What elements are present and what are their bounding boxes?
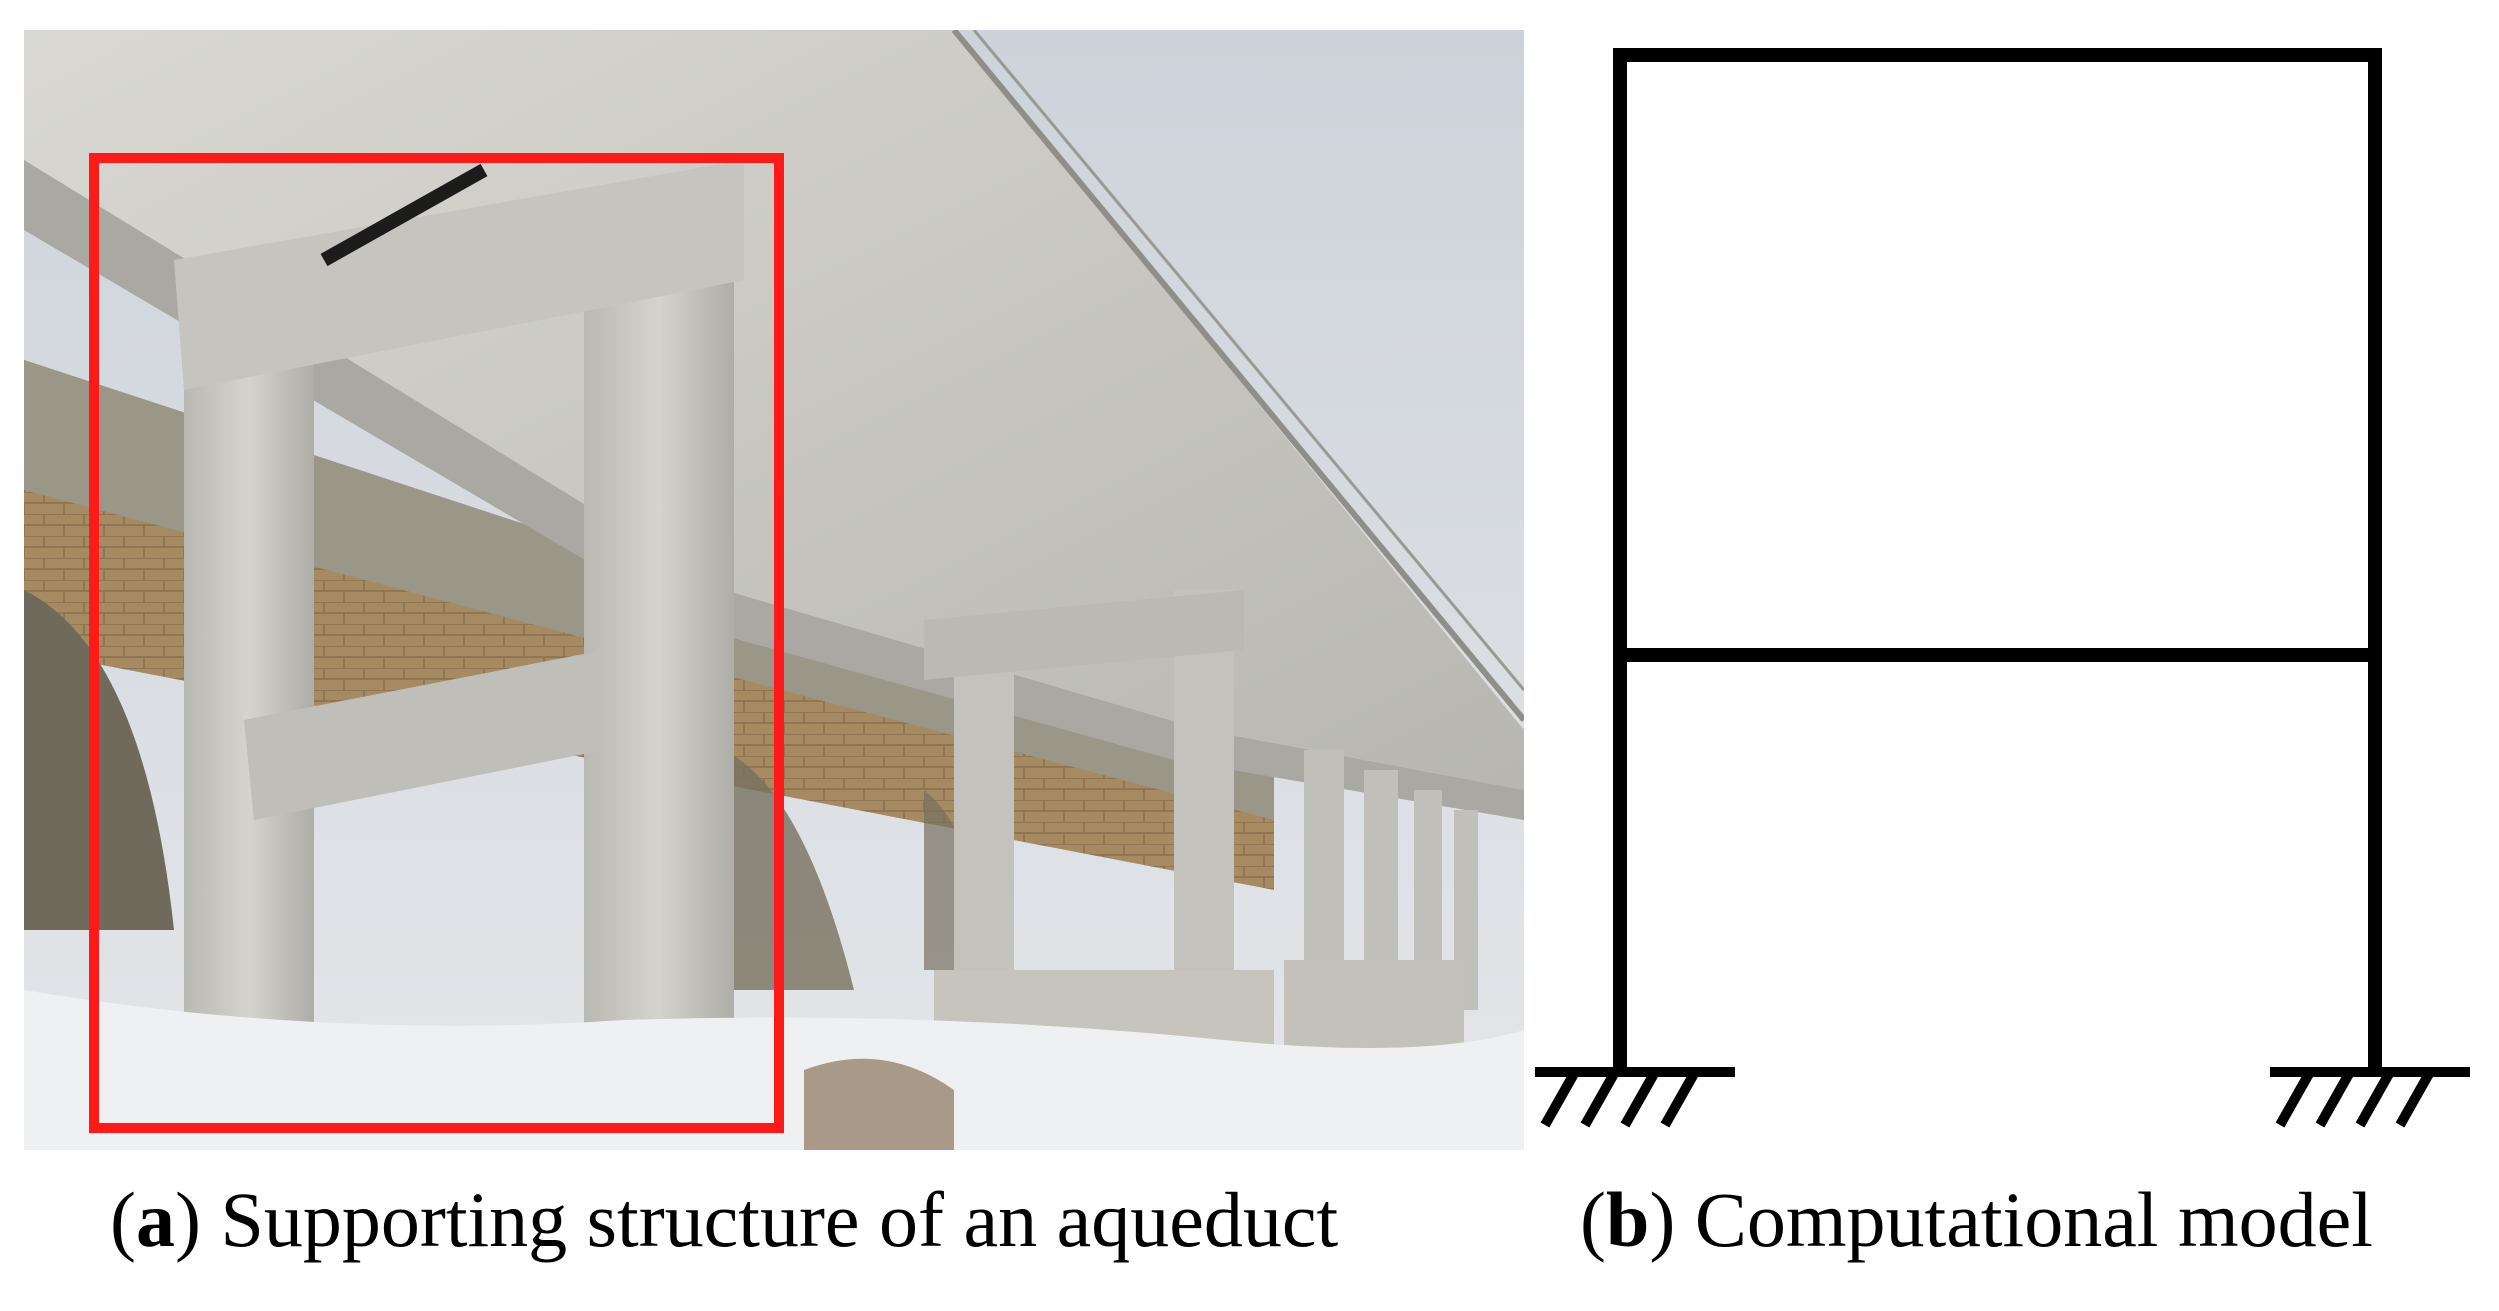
caption-a-text: Supporting structure of an aqueduct <box>220 1176 1339 1263</box>
aqueduct-photo <box>24 30 1524 1150</box>
left-fixed-support-icon <box>1535 1067 1735 1128</box>
highlight-box <box>89 153 784 1133</box>
caption-a-letter: a <box>135 1176 175 1263</box>
caption-b-letter: b <box>1605 1176 1650 1263</box>
caption-b-text: Computational model <box>1694 1176 2373 1263</box>
frame-outline <box>1613 48 2382 1077</box>
portal-frame-model <box>1520 30 2495 1150</box>
caption-b: (b) Computational model <box>1580 1176 2373 1263</box>
right-fixed-support-icon <box>2270 1067 2470 1128</box>
caption-a: (a) Supporting structure of an aqueduct <box>110 1176 1339 1263</box>
